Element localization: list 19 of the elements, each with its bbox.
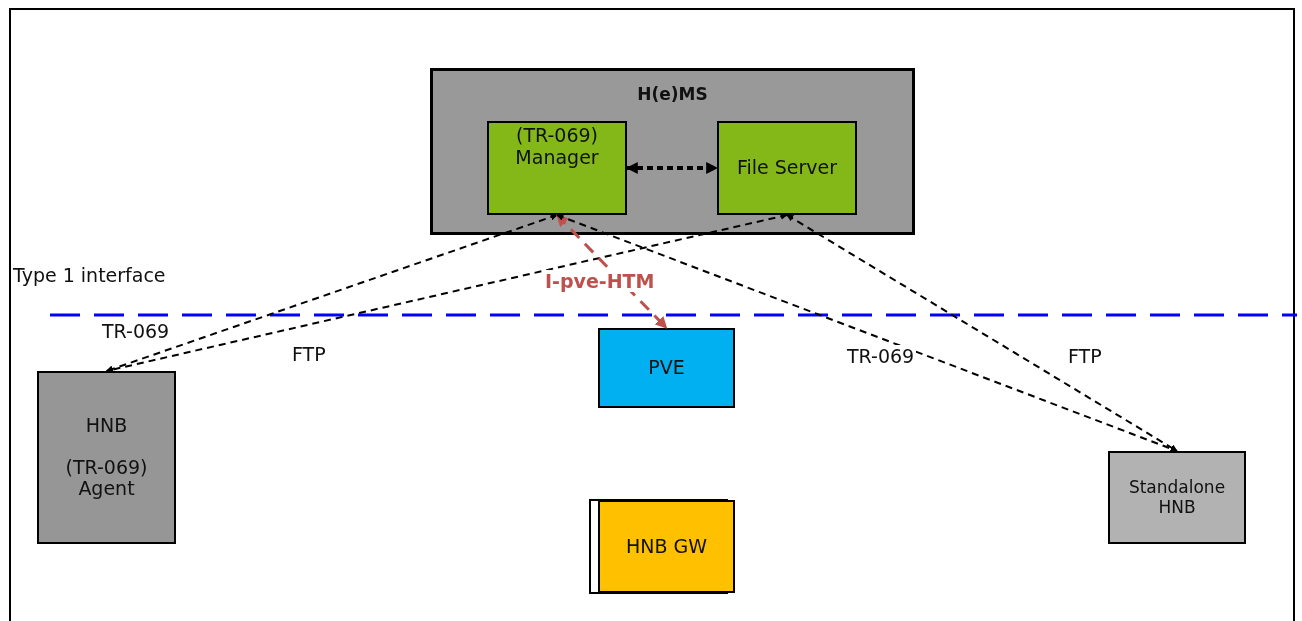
device-box	[1108, 451, 1246, 544]
device-box	[37, 371, 176, 544]
component-box	[598, 328, 735, 408]
connector-arrow	[556, 213, 1178, 453]
connector-arrow	[105, 213, 788, 373]
node-label: HNB GW	[625, 535, 708, 558]
connector-arrow	[555, 213, 668, 330]
node-label: HNB	[85, 414, 128, 437]
connector-arrow	[786, 214, 1178, 452]
node-label: (TR-069) Agent	[64, 456, 149, 501]
component-box	[717, 121, 857, 215]
container-title: H(e)MS	[637, 85, 708, 105]
interface-label: Type 1 interface	[13, 264, 166, 286]
node-label: Standalone HNB	[1127, 477, 1227, 518]
node-label: (TR-069) Manager	[514, 125, 600, 169]
node-label: PVE	[648, 357, 685, 379]
node-label: File Server	[736, 157, 838, 179]
component-box	[487, 121, 627, 215]
system-container	[430, 68, 915, 235]
